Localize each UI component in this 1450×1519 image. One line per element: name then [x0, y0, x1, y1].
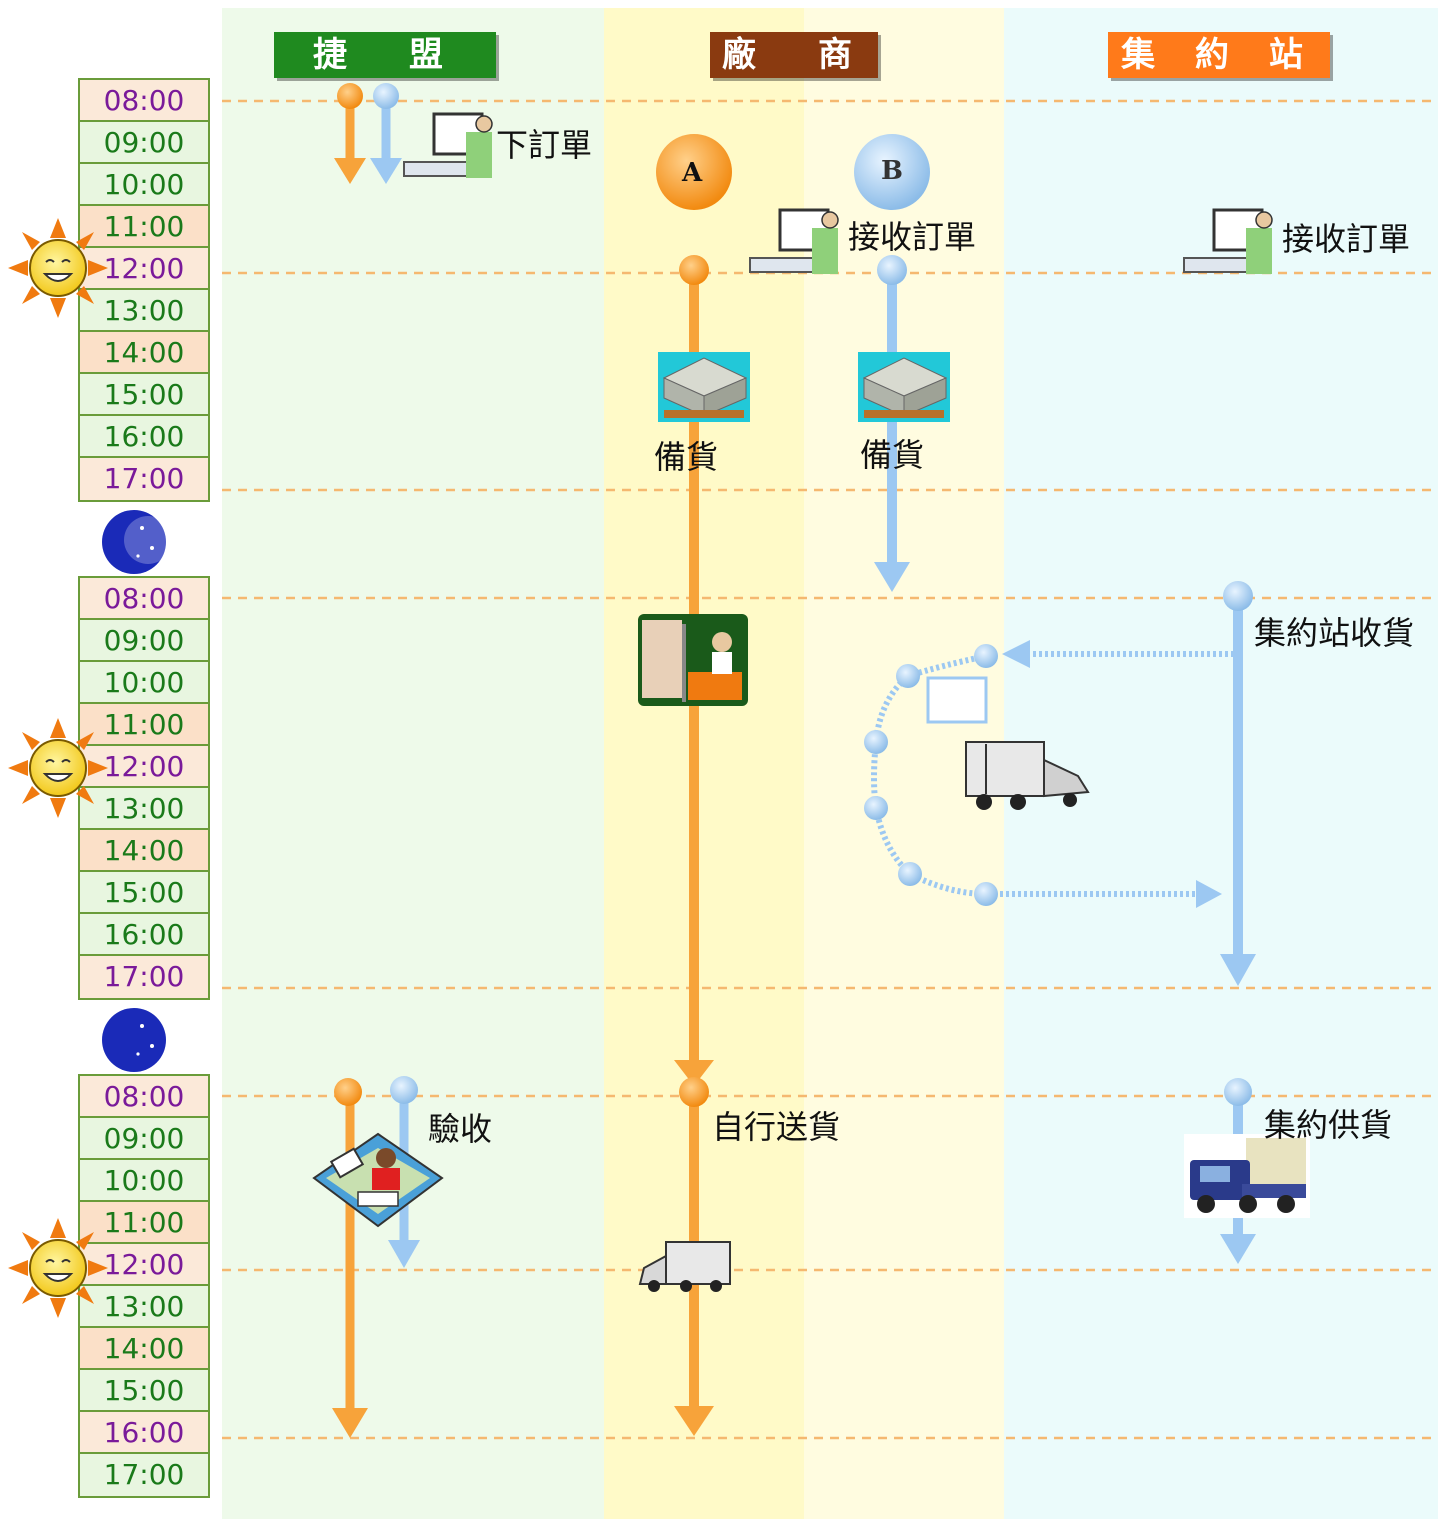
header-station: 集 約 站 — [1108, 32, 1330, 78]
label-inspect: 驗收 — [428, 1110, 493, 1148]
header-vendor: 廠 商 — [710, 32, 878, 78]
transfer-loop-nodes — [864, 640, 1222, 908]
jiemeng-order-arrows — [334, 83, 402, 184]
time-slot: 17:00 — [80, 458, 208, 500]
time-slot: 13:00 — [80, 290, 208, 332]
time-slot: 17:00 — [80, 1454, 208, 1496]
time-slot: 14:00 — [80, 332, 208, 374]
time-slot: 15:00 — [80, 1370, 208, 1412]
label-prepare-a: 備貨 — [654, 438, 719, 476]
time-slot: 08:00 — [80, 1076, 208, 1118]
label-receive-order-station: 接收訂單 — [1282, 220, 1411, 258]
track-a-marker — [656, 134, 732, 210]
time-slot: 10:00 — [80, 1160, 208, 1202]
time-slot: 16:00 — [80, 1412, 208, 1454]
time-slot: 14:00 — [80, 1328, 208, 1370]
truck-icon — [965, 741, 1090, 810]
label-receive-order-vendor: 接收訂單 — [848, 218, 977, 256]
label-self-deliver: 自行送貨 — [712, 1108, 841, 1146]
moon-icon — [100, 510, 172, 574]
time-slot: 10:00 — [80, 164, 208, 206]
moon-icon — [100, 1008, 166, 1072]
label-prepare-b: 備貨 — [860, 436, 925, 474]
left-band — [222, 8, 604, 1519]
blue-truck-icon — [1184, 1134, 1310, 1218]
sun-icon — [8, 718, 108, 818]
track-a-letter: A — [682, 158, 703, 188]
time-slot: 16:00 — [80, 416, 208, 458]
time-slot: 11:00 — [80, 1202, 208, 1244]
time-slot: 11:00 — [80, 206, 208, 248]
jiemeng-inspect-arrows — [332, 1076, 420, 1438]
station-receive-line — [1220, 581, 1256, 986]
label-place-order: 下訂單 — [496, 126, 593, 164]
time-slot: 08:00 — [80, 578, 208, 620]
track-b-marker — [854, 134, 930, 210]
label-station-supply: 集約供貨 — [1264, 1106, 1393, 1144]
computer-icon — [749, 208, 839, 274]
label-station-receive: 集約站收貨 — [1254, 614, 1415, 652]
pallet-goods-icon — [858, 352, 950, 422]
header-jiemeng: 捷 盟 — [274, 32, 496, 78]
track-b-letter: B — [881, 156, 903, 186]
sun-icon — [8, 1218, 108, 1318]
inspection-icon — [312, 1132, 444, 1228]
time-slot: 12:00 — [80, 1244, 208, 1286]
computer-icon — [403, 112, 493, 178]
time-slot: 13:00 — [80, 788, 208, 830]
time-column-day2: 08:00 09:00 10:00 11:00 12:00 13:00 14:0… — [78, 576, 210, 1000]
time-slot: 17:00 — [80, 956, 208, 998]
pallet-goods-icon — [658, 352, 750, 422]
time-column-day3: 08:00 09:00 10:00 11:00 12:00 13:00 14:0… — [78, 1074, 210, 1498]
time-slot: 09:00 — [80, 122, 208, 164]
time-slot: 14:00 — [80, 830, 208, 872]
time-slot: 11:00 — [80, 704, 208, 746]
time-slot: 09:00 — [80, 620, 208, 662]
time-slot: 13:00 — [80, 1286, 208, 1328]
time-slot: 16:00 — [80, 914, 208, 956]
time-slot: 15:00 — [80, 374, 208, 416]
time-slot: 10:00 — [80, 662, 208, 704]
time-slot: 09:00 — [80, 1118, 208, 1160]
time-slot: 08:00 — [80, 80, 208, 122]
forklift-icon — [638, 614, 748, 706]
sun-icon — [8, 218, 108, 318]
track-b-line — [874, 255, 910, 592]
truck-icon — [638, 1241, 731, 1292]
time-slot: 15:00 — [80, 872, 208, 914]
computer-icon — [1183, 208, 1273, 274]
